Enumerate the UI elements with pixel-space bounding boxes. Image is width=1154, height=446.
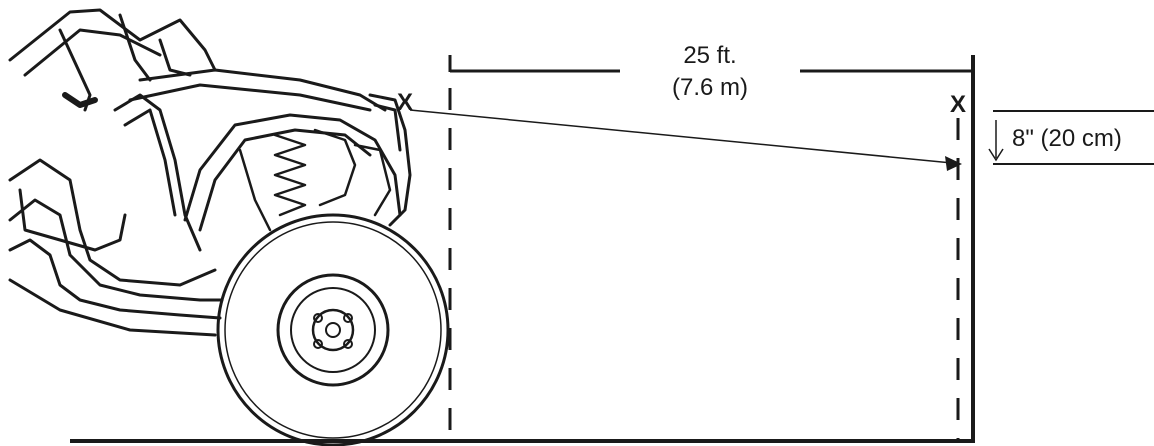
distance-metric-label: (7.6 m) xyxy=(672,74,748,101)
distance-imperial-label: 25 ft. xyxy=(683,42,736,69)
vehicle-headlight-x-mark: X xyxy=(397,89,413,116)
drop-distance-label: 8" (20 cm) xyxy=(1012,125,1122,152)
headlight-beam-line xyxy=(409,109,953,164)
utv-vehicle-illustration xyxy=(8,8,450,446)
distance-dimension xyxy=(448,55,973,73)
beam-arrowhead xyxy=(945,156,962,171)
wall-x-mark: X xyxy=(950,91,966,118)
drop-dimension xyxy=(988,110,1154,165)
